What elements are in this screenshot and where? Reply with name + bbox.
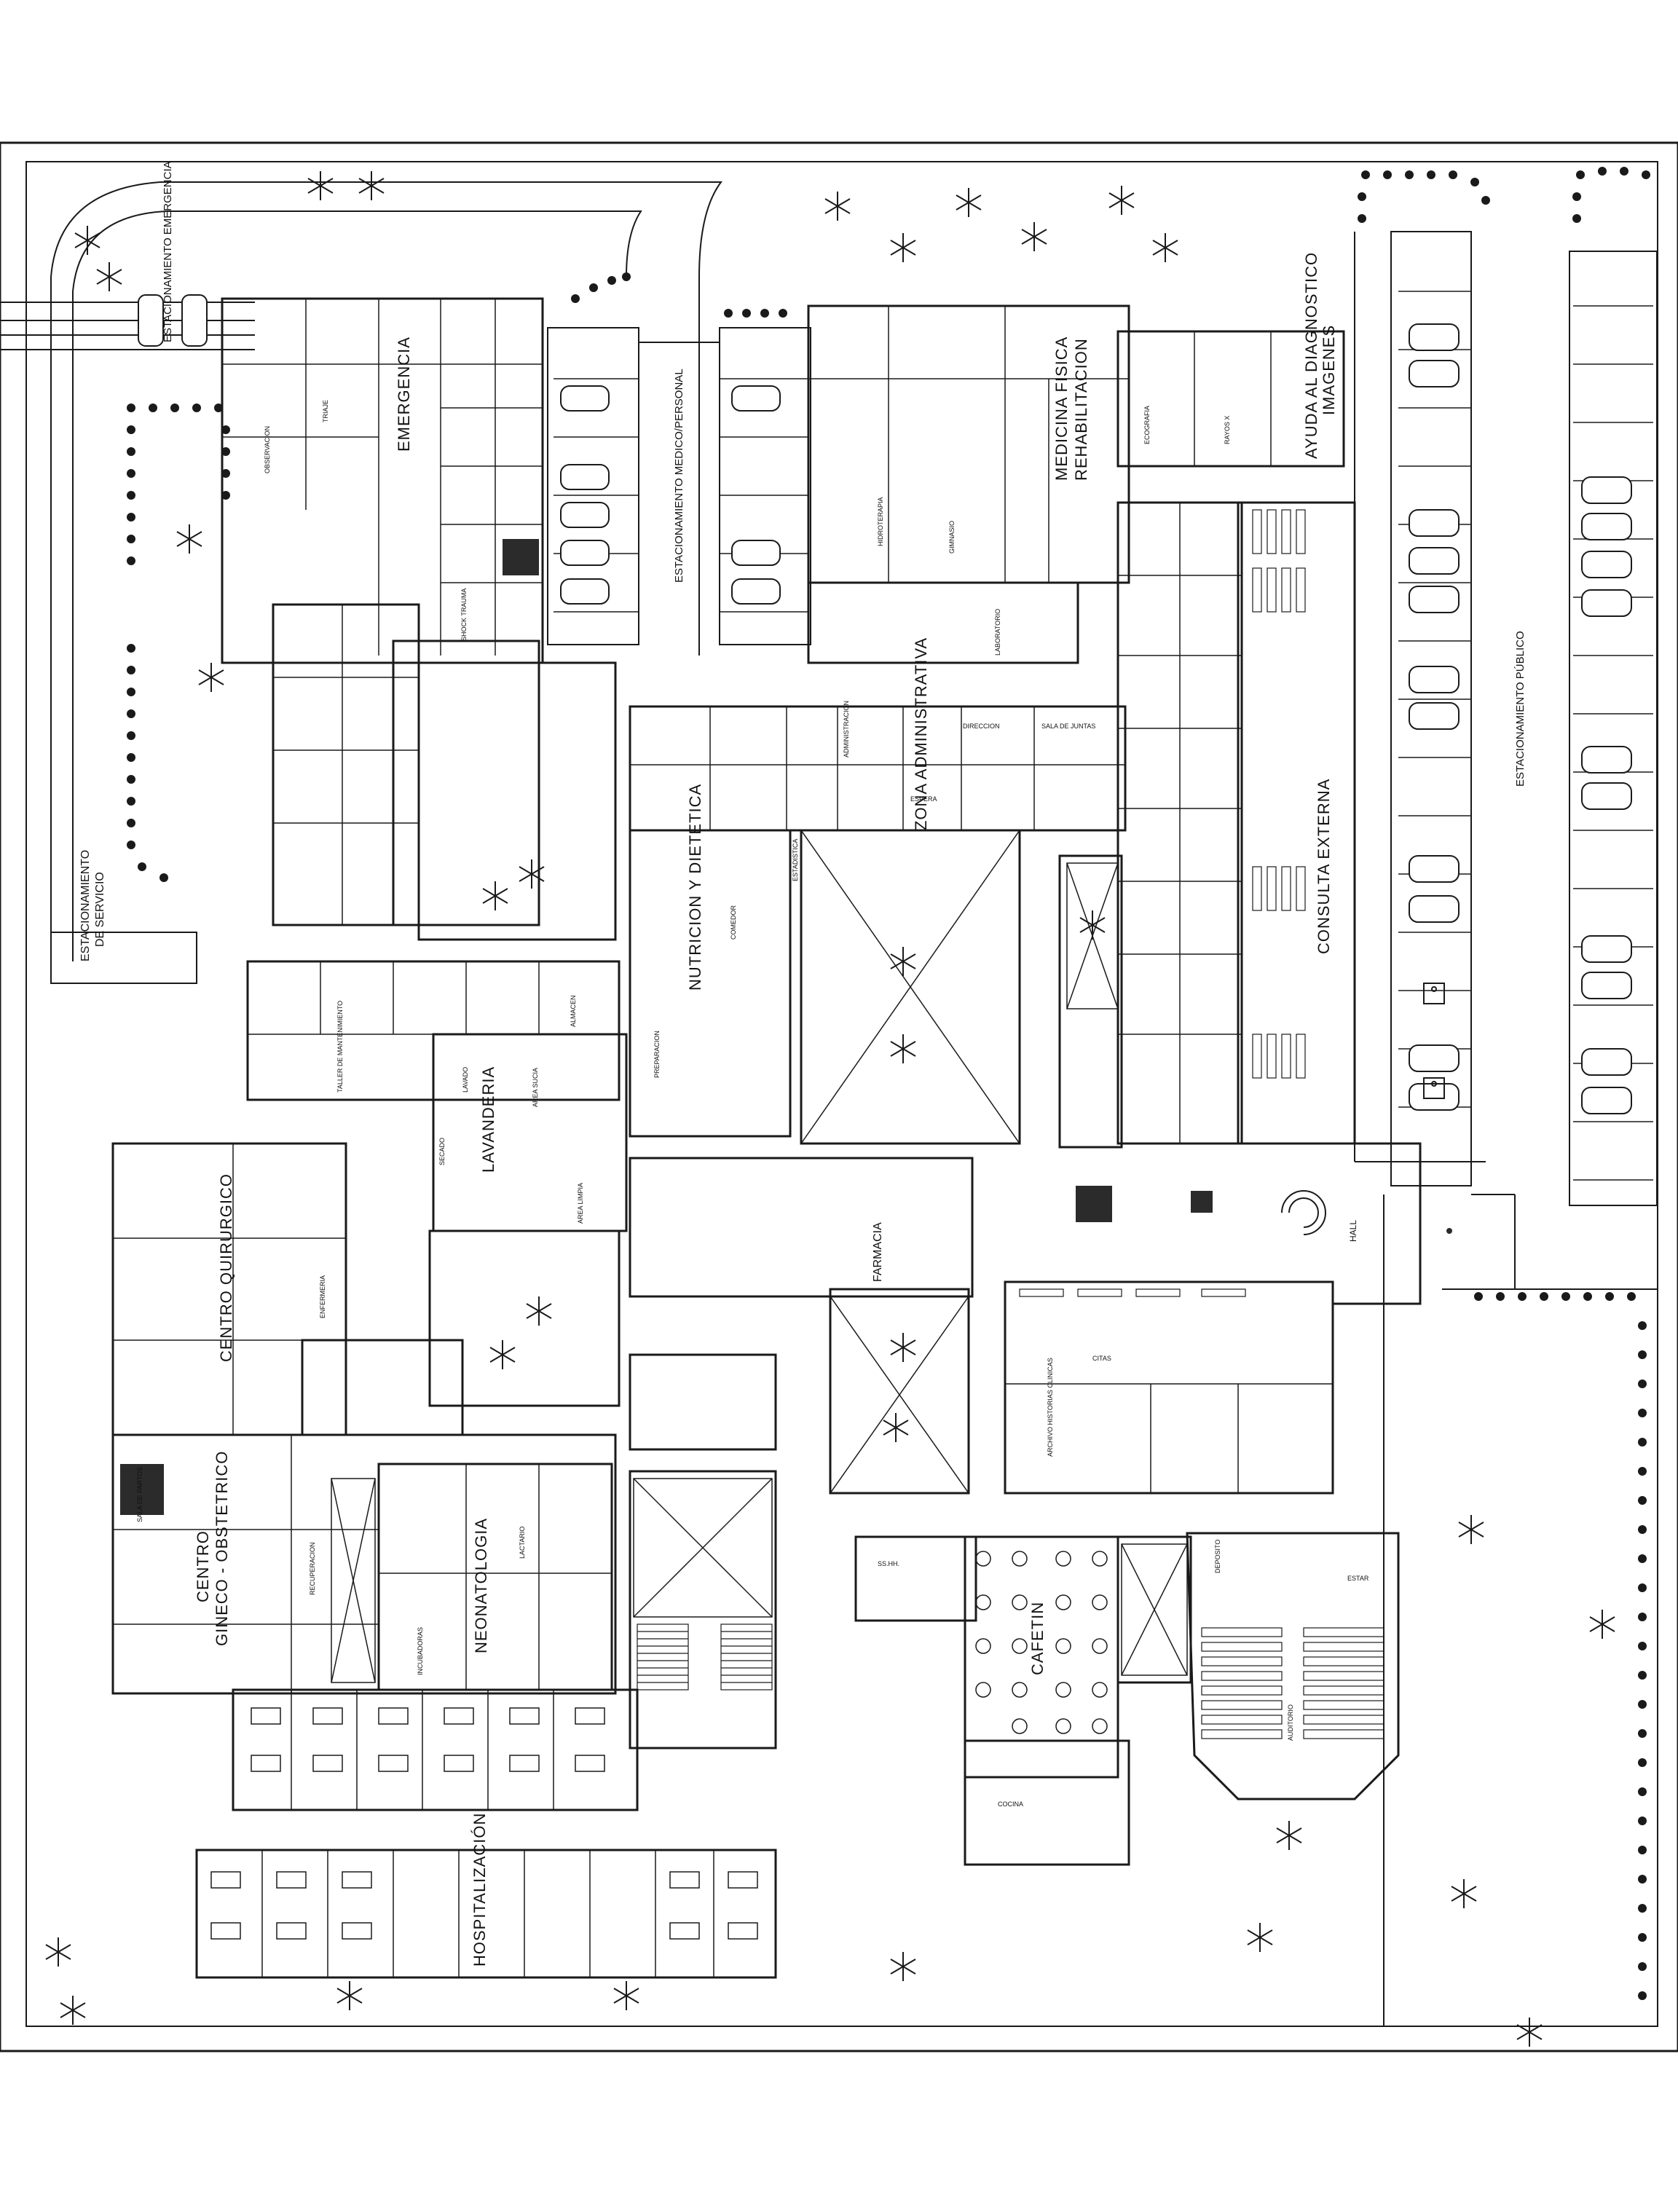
room-secado: SECADO (438, 1138, 446, 1165)
label-consulta-externa: CONSULTA EXTERNA (1315, 779, 1333, 954)
label-gineco-centro: CENTRO (194, 1530, 212, 1602)
label-estac-medico: ESTACIONAMIENTO MEDICO/PERSONAL (673, 369, 685, 583)
room-area-sucia: AREA SUCIA (532, 1068, 539, 1107)
room-labels: PREPARACION COMEDOR ARCHIVO HISTORIAS CL… (136, 400, 1369, 1808)
interior-partitions (113, 299, 1333, 1977)
room-direccion: DIRECCION (963, 723, 1000, 730)
room-enfermeria: ENFERMERIA (319, 1275, 326, 1318)
auditorium-seating (1201, 1627, 1384, 1739)
label-farmacia: FARMACIA (872, 1222, 884, 1282)
label-cafetin: CAFETIN (1028, 1602, 1047, 1675)
hospital-beds (210, 1707, 758, 1940)
label-centro-quirurgico: CENTRO QUIRURGICO (217, 1173, 235, 1362)
room-sala-partos: SALA DE PARTOS (136, 1467, 143, 1522)
label-hall: HALL (1348, 1220, 1358, 1242)
room-gimnasio: GIMNASIO (948, 521, 956, 554)
room-taller: TALLER DE MANTENIMIENTO (336, 1001, 344, 1093)
stairs (637, 1623, 773, 1691)
label-estac-publico: ESTACIONAMIENTO PÚBLICO (1514, 631, 1527, 787)
room-rayos-x: RAYOS X (1224, 416, 1231, 444)
room-triaje: TRIAJE (322, 400, 329, 422)
label-imagenes: IMAGENES (1320, 325, 1338, 415)
label-gineco-obstetrico: GINECO - OBSTETRICO (213, 1451, 231, 1646)
room-preparacion: PREPARACION (653, 1031, 661, 1078)
dark-fixtures (120, 539, 1452, 1515)
accessible-parking-icon (1423, 983, 1445, 1099)
entrance-canopy (1281, 1190, 1326, 1235)
room-estadistica: ESTADISTICA (792, 839, 799, 881)
label-hospitalizacion: HOSPITALIZACIÓN (470, 1813, 489, 1967)
parked-cars (138, 294, 1632, 1114)
room-ecografia: ECOGRAFIA (1143, 406, 1151, 444)
cafeteria-tables (975, 1551, 1108, 1734)
room-hidroterapia: HIDROTERAPIA (877, 497, 884, 546)
room-citas: CITAS (1092, 1355, 1111, 1362)
courtyards (331, 830, 1188, 1683)
room-cocina: COCINA (998, 1800, 1023, 1808)
label-medicina-fisica: MEDICINA FISICA (1052, 336, 1071, 481)
room-almacen: ALMACEN (570, 995, 577, 1027)
hedge-dots (127, 167, 1650, 2000)
room-observacion: OBSERVACION (264, 426, 271, 473)
label-nutricion: NUTRICION Y DIETETICA (686, 784, 704, 991)
label-estac-servicio-1: ESTACIONAMIENTO (79, 850, 92, 961)
room-deposito: DEPOSITO (1214, 1540, 1221, 1573)
room-lavado: LAVADO (462, 1067, 469, 1093)
landscape-plants (45, 171, 1615, 2047)
label-estac-emergencia: ESTACIONAMIENTO EMERGENCIA (162, 161, 174, 342)
room-sala-juntas: SALA DE JUNTAS (1041, 723, 1095, 730)
site-roads (0, 181, 1658, 2026)
room-archivo: ARCHIVO HISTORIAS CLINICAS (1047, 1358, 1054, 1457)
room-espera: ESPERA (910, 795, 937, 803)
zone-labels: ESTACIONAMIENTO EMERGENCIA EMERGENCIA ES… (79, 161, 1527, 1967)
room-estar: ESTAR (1347, 1575, 1369, 1582)
room-incubadoras: INCUBADORAS (417, 1627, 424, 1675)
room-area-limpia: AREA LIMPIA (577, 1183, 584, 1224)
room-ss-hh: SS.HH. (878, 1560, 899, 1567)
room-auditorio: AUDITORIO (1287, 1704, 1294, 1741)
room-laboratorio: LABORATORIO (994, 609, 1001, 656)
room-shock: SHOCK TRAUMA (460, 589, 468, 641)
label-zona-administrativa: ZONA ADMINISTRATIVA (912, 637, 930, 830)
room-comedor: COMEDOR (730, 905, 737, 940)
room-recuperacion: RECUPERACION (309, 1542, 316, 1595)
label-lavanderia: LAVANDERIA (479, 1066, 497, 1173)
label-emergencia: EMERGENCIA (395, 336, 413, 452)
label-estac-servicio-2: DE SERVICIO (94, 872, 106, 947)
waiting-chairs (1019, 509, 1306, 1297)
label-ayuda-diagnostico: AYUDA AL DIAGNOSTICO (1302, 252, 1320, 459)
room-administracion: ADMINISTRACION (843, 701, 850, 757)
label-neonatologia: NEONATOLOGIA (472, 1518, 490, 1653)
label-rehabilitacion: REHABILITACION (1072, 338, 1090, 481)
room-lactario: LACTARIO (519, 1527, 526, 1559)
parking-stall-lines (554, 291, 1653, 1181)
